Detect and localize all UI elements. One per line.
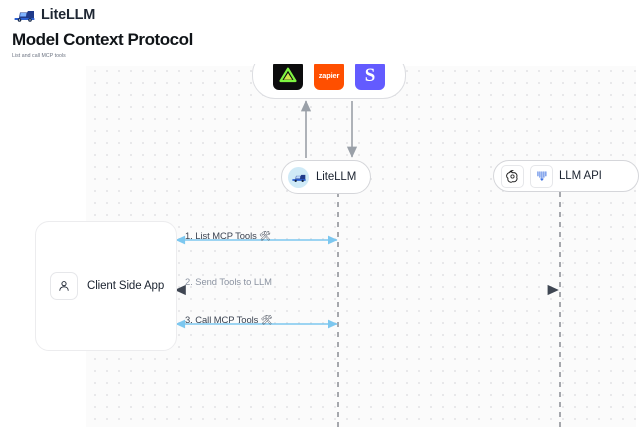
edge-label-send-tools-to-llm: 2. Send Tools to LLM: [185, 276, 272, 287]
user-person-icon-frame: [50, 272, 78, 300]
canvas-right-fade: [636, 0, 640, 436]
openai-icon: [506, 169, 518, 183]
linear-triangle-icon: [279, 67, 297, 83]
node-llm-api-label: LLM API: [559, 170, 602, 182]
tool-icon-linear[interactable]: [273, 60, 303, 90]
anthropic-icon-chip: [530, 164, 553, 188]
page-title: Model Context Protocol: [12, 30, 193, 49]
app-header: LiteLLM Model Context Protocol List and …: [0, 0, 640, 64]
canvas-left-fade: [0, 0, 86, 436]
node-litellm-label: LiteLLM: [316, 171, 357, 183]
stripe-s-icon: S: [364, 64, 376, 86]
edge-label-list-mcp-tools: 1. List MCP Tools 🛠: [185, 230, 272, 241]
brand[interactable]: LiteLLM: [14, 7, 95, 23]
litellm-avatar-icon: [288, 166, 309, 188]
litellm-truck-small-icon: [291, 174, 306, 182]
client-side-app-label: Client Side App: [87, 280, 165, 292]
user-person-icon: [59, 281, 69, 291]
tool-icon-stripe[interactable]: S: [355, 60, 385, 90]
node-llm-api[interactable]: LLM API: [493, 160, 639, 192]
zapier-wordmark-icon: zapier: [318, 70, 340, 80]
page-subtitle: List and call MCP tools: [12, 53, 66, 59]
anthropic-icon: [536, 171, 546, 182]
node-client-side-app[interactable]: Client Side App: [35, 221, 177, 351]
openai-icon-chip: [501, 164, 524, 188]
client-side-app-content: Client Side App: [50, 272, 164, 300]
tool-icon-zapier[interactable]: zapier: [314, 60, 344, 90]
edge-label-call-mcp-tools: 3. Call MCP Tools 🛠: [185, 314, 273, 325]
litellm-truck-logo-icon: [14, 11, 35, 22]
canvas-bottom-fade: [0, 427, 640, 436]
brand-name: LiteLLM: [41, 7, 96, 23]
node-litellm[interactable]: LiteLLM: [281, 160, 372, 194]
